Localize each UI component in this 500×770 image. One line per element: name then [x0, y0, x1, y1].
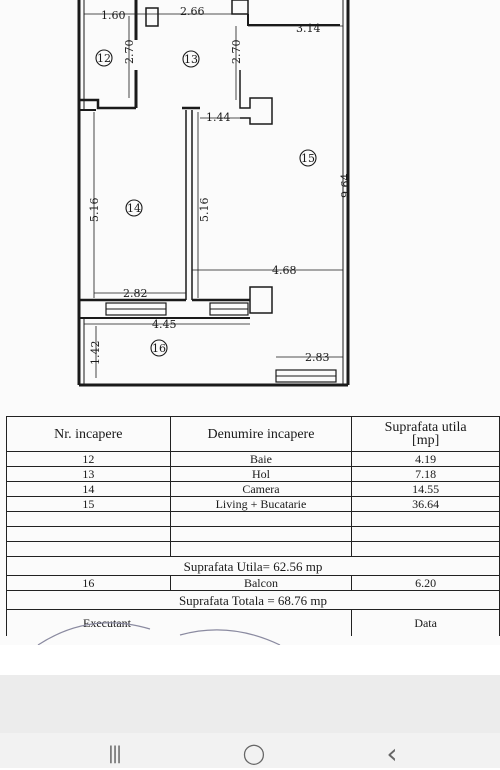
empty-row: [6, 511, 500, 527]
empty-row: [6, 526, 500, 542]
bath-wall: [79, 98, 136, 110]
dim-4-68: 4.68: [272, 264, 297, 277]
room-area-table: Nr. incapere Denumire incapere Suprafata…: [5, 416, 500, 636]
empty-row: [6, 541, 500, 557]
header-area: Suprafata utila[mp]: [351, 416, 500, 452]
kitchen-block: [249, 286, 273, 314]
back-button[interactable]: ‹: [386, 736, 398, 770]
suprafata-totala: Suprafata Totala = 68.76 mp: [6, 590, 500, 610]
room-15-label: 15: [301, 152, 315, 165]
suprafata-totala-row: Suprafata Totala = 68.76 mp: [6, 590, 500, 610]
signature-row: Executant Data: [5, 609, 500, 636]
dim-2-82: 2.82: [123, 287, 148, 300]
bath-block: [145, 7, 159, 27]
suprafata-utila: Suprafata Utila= 62.56 mp: [6, 556, 500, 576]
dim-5-16-b: 5.16: [198, 198, 211, 223]
viewer-background: [0, 645, 500, 675]
niche: [239, 70, 273, 125]
android-navigation-bar: ||| ◯ ‹: [0, 733, 500, 770]
suprafata-utila-row: Suprafata Utila= 62.56 mp: [6, 556, 500, 576]
viewer-gray-area: [0, 675, 500, 733]
room-14-label: 14: [127, 202, 141, 215]
dim-5-16-a: 5.16: [88, 198, 101, 223]
data-label: Data: [351, 609, 500, 636]
dim-2-66: 2.66: [180, 5, 205, 18]
dim-1-42: 1.42: [89, 341, 102, 366]
recents-button[interactable]: |||: [107, 742, 122, 764]
dim-1-44: 1.44: [206, 111, 231, 124]
room-12-label: 12: [97, 52, 111, 65]
table-header-row: Nr. incapere Denumire incapere Suprafata…: [6, 416, 500, 452]
dim-3-14: 3.14: [296, 22, 321, 35]
dim-2-70-b: 2.70: [230, 40, 243, 65]
stamp-seal: [37, 622, 281, 645]
home-button[interactable]: ◯: [242, 741, 266, 765]
corridor-wall: [185, 110, 193, 300]
header-nr: Nr. incapere: [6, 416, 171, 452]
dim-2-70-a: 2.70: [123, 40, 136, 65]
bath-top: [231, 0, 249, 15]
dim-1-60: 1.60: [101, 9, 126, 22]
header-name: Denumire incapere: [169, 416, 353, 452]
room-16-label: 16: [152, 342, 166, 355]
dim-2-83: 2.83: [305, 351, 330, 364]
hall-wall: [247, 14, 340, 26]
dim-9-64: 9.64: [339, 174, 352, 199]
room-13-label: 13: [184, 53, 198, 66]
floor-plan-document: 1.60 2.66 3.14 2.70 2.70 1.44 5.16 5.16 …: [5, 0, 500, 645]
floor-plan-drawing: 1.60 2.66 3.14 2.70 2.70 1.44 5.16 5.16 …: [77, 0, 352, 387]
dim-4-45: 4.45: [152, 318, 177, 331]
